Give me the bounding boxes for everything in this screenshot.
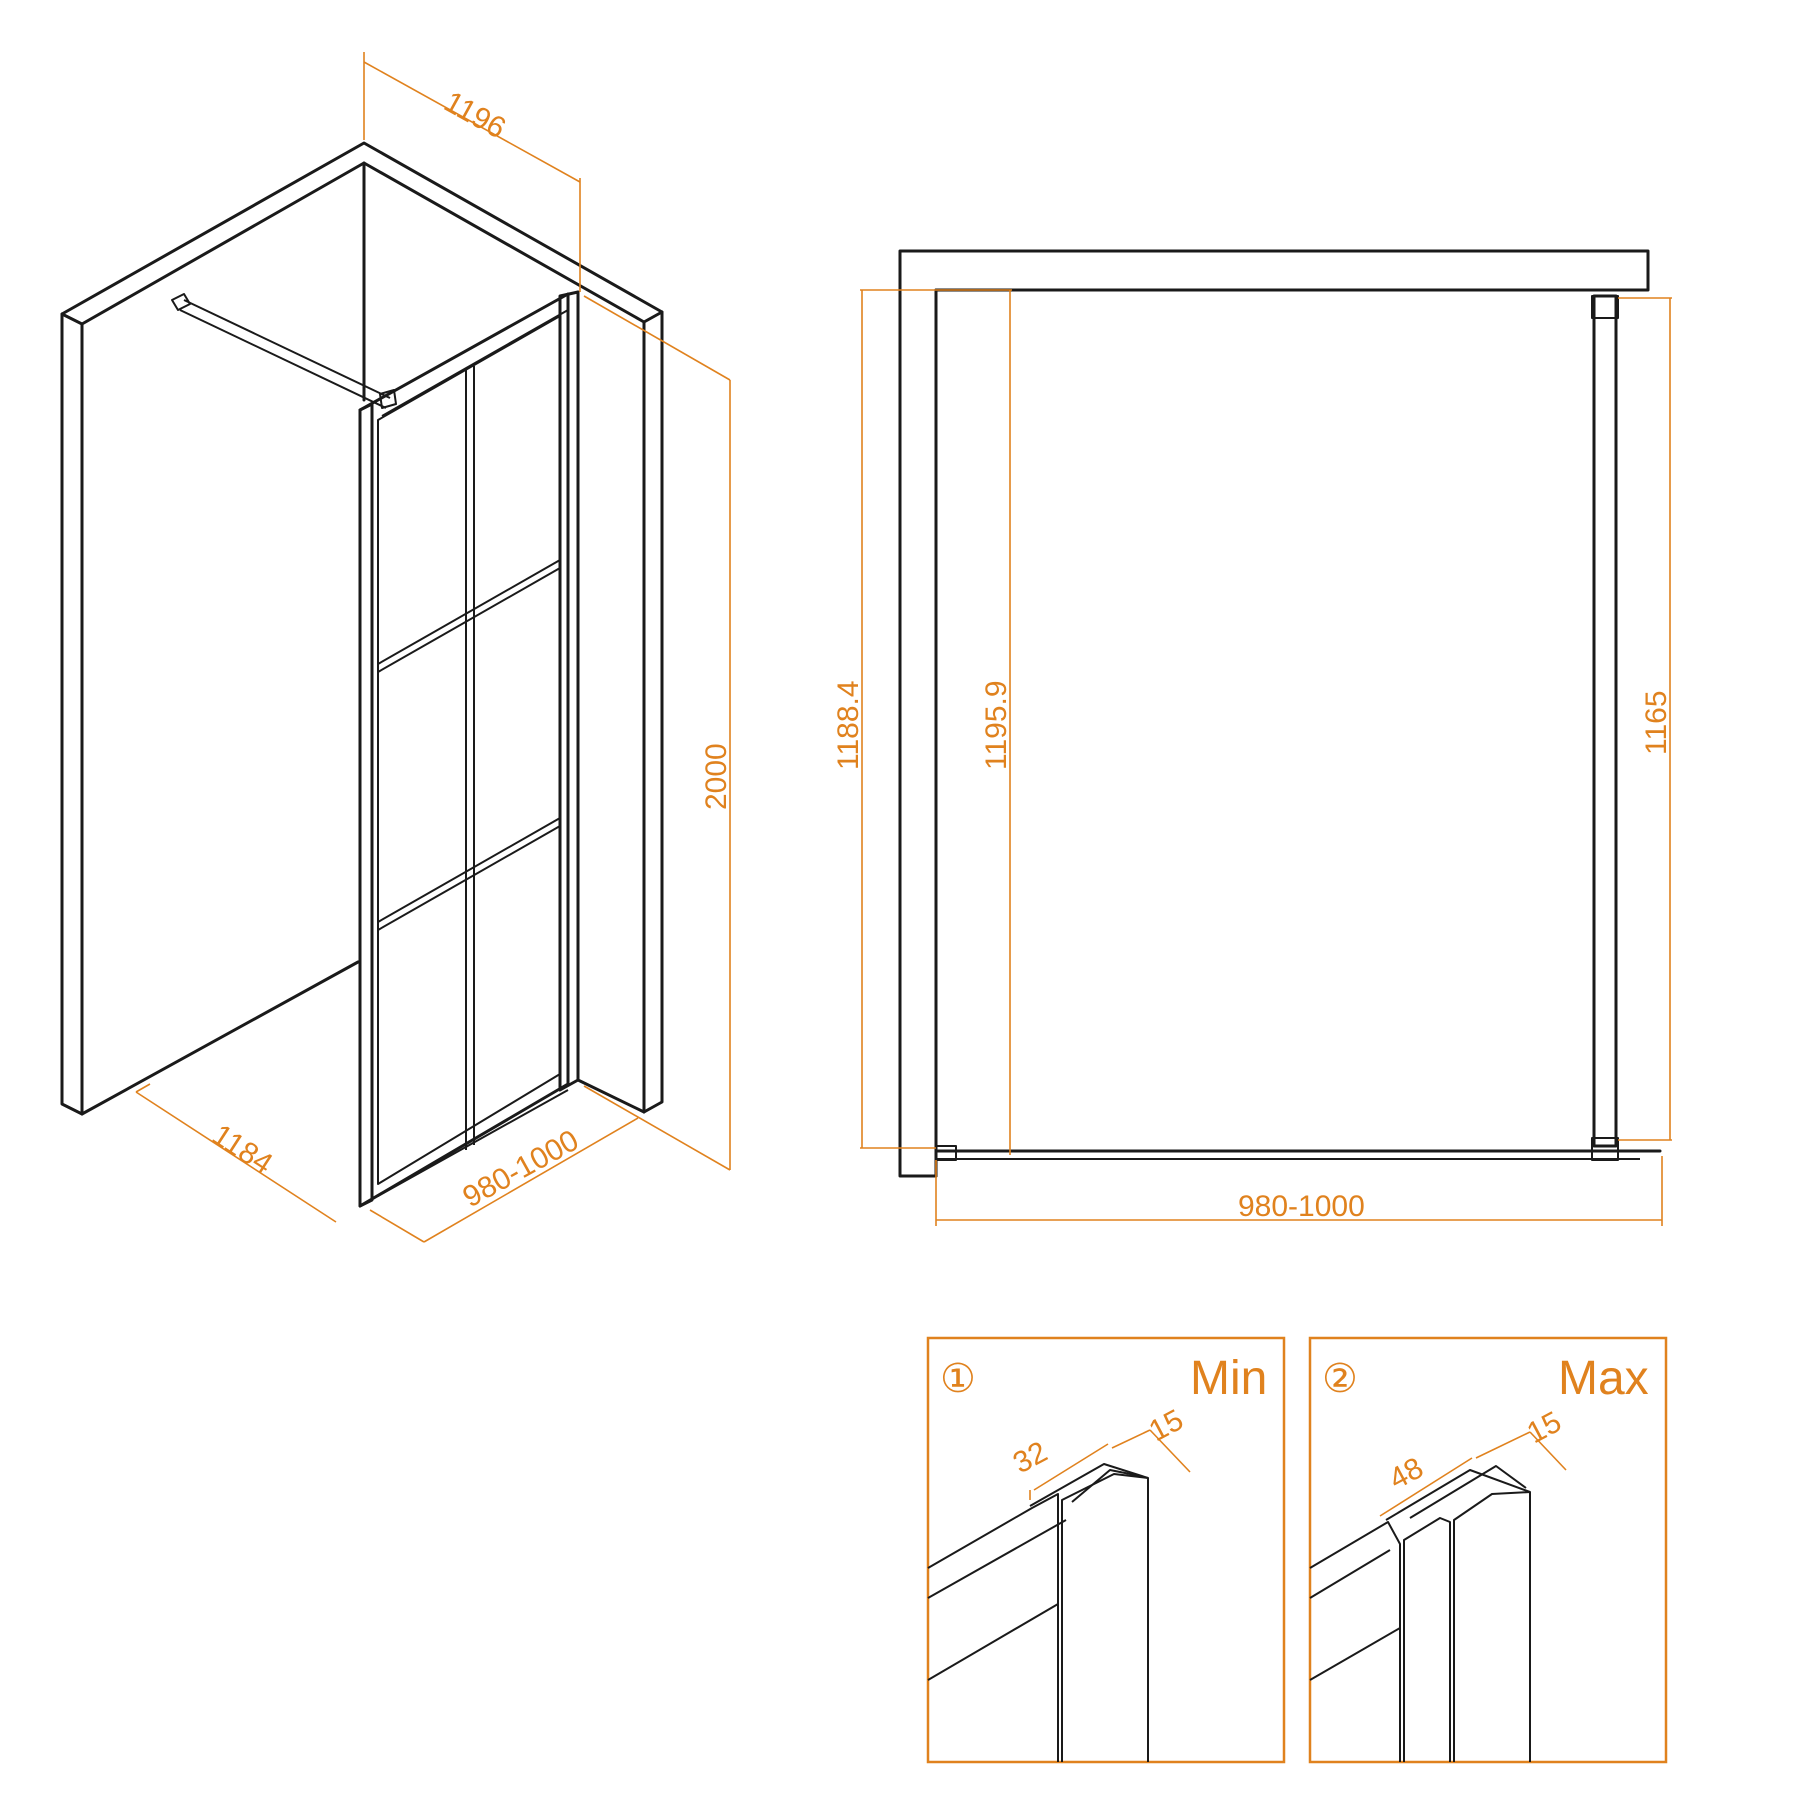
detail-min-number: ① (940, 1357, 976, 1401)
detail-min-frame (926, 1336, 1286, 1764)
glass-panel (358, 290, 580, 1208)
detail-min: ① Min 32 15 (926, 1336, 1286, 1764)
dim-left-inner: 1195.9 (980, 680, 1013, 770)
detail-max-dim-b: 15 (1522, 1405, 1567, 1450)
dim-height: 2000 (700, 743, 733, 810)
dim-left-outer: 1188.4 (832, 680, 865, 770)
detail-max: ② Max 48 15 (1308, 1336, 1668, 1764)
detail-max-label: Max (1558, 1352, 1649, 1405)
detail-max-frame (1308, 1336, 1668, 1764)
isometric-view: 1196 2000 1184 980-1000 (60, 52, 733, 1243)
dim-top-depth: 1196 (439, 85, 511, 145)
dim-right: 1165 (1640, 690, 1673, 755)
dim-bottom-depth: 1184 (206, 1118, 278, 1181)
plan-view: 1188.4 1195.9 1165 980-1000 (832, 249, 1673, 1226)
detail-min-label: Min (1190, 1352, 1267, 1405)
plan-glass (934, 294, 1662, 1161)
detail-min-dim-b: 15 (1144, 1403, 1189, 1448)
stabilizer-bar (171, 293, 397, 409)
detail-max-number: ② (1322, 1357, 1358, 1401)
dim-width-plan: 980-1000 (1238, 1190, 1365, 1223)
plan-dimensions: 1188.4 1195.9 1165 980-1000 (832, 289, 1673, 1226)
detail-min-dim-a: 32 (1008, 1435, 1053, 1480)
back-wall (60, 141, 664, 1116)
